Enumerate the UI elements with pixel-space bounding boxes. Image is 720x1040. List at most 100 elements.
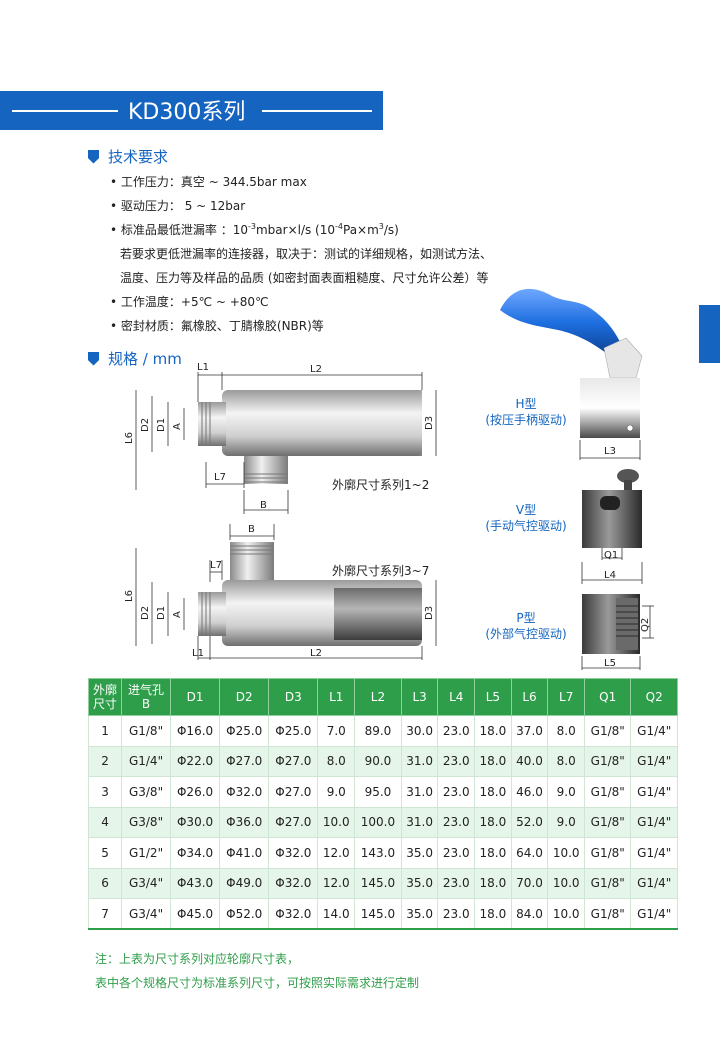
table-cell: Φ45.0: [169, 898, 221, 930]
table-cell: Φ16.0: [169, 715, 221, 747]
title-rule-left: [12, 110, 118, 112]
col-header: L2: [354, 678, 402, 716]
dim-l3: L3: [604, 446, 616, 457]
dim-q2: Q2: [640, 618, 651, 632]
dim-l6: L6: [124, 590, 135, 602]
table-cell: Φ25.0: [268, 715, 319, 747]
inlet-port: [230, 542, 274, 580]
table-cell: 23.0: [437, 776, 476, 808]
table-cell: 9.0: [317, 776, 356, 808]
col-header: D3: [268, 678, 319, 716]
table-cell: 8.0: [547, 745, 585, 777]
dim-l7: L7: [214, 472, 226, 483]
table-cell: Φ52.0: [219, 898, 270, 930]
table-cell: Φ27.0: [268, 745, 319, 777]
table-cell: 18.0: [474, 745, 512, 777]
table-cell: 70.0: [510, 867, 549, 899]
table-cell: 145.0: [354, 898, 402, 930]
table-cell: 18.0: [474, 715, 512, 747]
type-h-desc: (按压手柄驱动): [485, 413, 567, 427]
drawing-p-type: Q2 L5: [581, 594, 654, 670]
req-pressure: • 工作压力：真空 ~ 344.5bar max: [110, 175, 307, 189]
req-note-1: 若要求更低泄漏率的连接器，取决于：测试的详细规格，如测试方法、: [120, 247, 493, 261]
table-cell: Φ25.0: [219, 715, 270, 747]
table-cell: G3/8": [121, 806, 171, 838]
table-cell: 18.0: [474, 837, 512, 869]
col-header: L6: [510, 678, 549, 716]
table-cell: 95.0: [354, 776, 402, 808]
table-cell: 31.0: [400, 745, 439, 777]
col-header-line: B: [141, 697, 151, 711]
dim-d2: D2: [140, 606, 151, 620]
table-cell: 12.0: [317, 867, 356, 899]
type-v: V型 (手动气控驱动): [471, 502, 581, 534]
table-cell: 9.0: [547, 806, 585, 838]
table-cell: Φ27.0: [268, 776, 319, 808]
col-header: L1: [317, 678, 356, 716]
table-cell: 23.0: [437, 837, 476, 869]
shield-icon: [88, 351, 99, 366]
table-cell: G1/2": [121, 837, 171, 869]
table-cell: 23.0: [437, 745, 476, 777]
table-cell: 23.0: [437, 715, 476, 747]
req-drive: • 驱动压力： 5 ~ 12bar: [110, 199, 246, 213]
body-rear: [334, 588, 422, 640]
caption-series-1-2: 外廓尺寸系列1~2: [332, 478, 430, 492]
col-header-line: 外廓: [93, 683, 118, 697]
drawing-v-type: Q1 L4: [581, 469, 643, 584]
table-cell: Φ32.0: [268, 867, 319, 899]
inlet-port: [244, 456, 288, 484]
col-header: L4: [437, 678, 476, 716]
table-cell: G1/8": [583, 837, 632, 869]
dim-l1: L1: [192, 648, 204, 659]
table-cell: G1/4": [630, 745, 678, 777]
table-cell: 84.0: [510, 898, 549, 930]
col-header: D1: [169, 678, 221, 716]
dim-l2: L2: [310, 364, 322, 375]
table-cell: 18.0: [474, 867, 512, 899]
table-cell: Φ34.0: [169, 837, 221, 869]
req-seal: • 密封材质：氟橡胶、丁腈橡胶(NBR)等: [110, 319, 324, 333]
table-cell: 23.0: [437, 867, 476, 899]
table-cell: 12.0: [317, 837, 356, 869]
handle-grip: [500, 288, 620, 356]
table-cell: 4: [87, 806, 123, 838]
table-cell: 35.0: [400, 898, 439, 930]
leak-part: • 标准品最低泄漏率 ：10: [110, 223, 248, 237]
table-cell: 46.0: [510, 776, 549, 808]
col-header-line: 尺寸: [93, 697, 118, 711]
leak-exp: -4: [335, 222, 343, 231]
table-cell: 89.0: [354, 715, 402, 747]
type-h-name: H型: [515, 397, 537, 411]
table-cell: 145.0: [354, 867, 402, 899]
knob-top: [617, 469, 639, 483]
section-label-tech: 技术要求: [108, 148, 169, 166]
table-cell: Φ41.0: [219, 837, 270, 869]
table-cell: 8.0: [317, 745, 356, 777]
col-header: 外廓尺寸: [87, 678, 123, 716]
table-cell: Φ49.0: [219, 867, 270, 899]
table-cell: 18.0: [474, 806, 512, 838]
table-cell: G1/4": [630, 837, 678, 869]
footnote-line-2: 表中各个规格尺寸为标准系列尺寸，可按照实际需求进行定制: [95, 976, 420, 990]
table-cell: Φ27.0: [219, 745, 270, 777]
drawing-series-1-2: L1 L2 L6 D2 D1 A D3 L7 B: [124, 362, 437, 514]
type-p: P型 (外部气控驱动): [471, 610, 581, 642]
type-h: H型 (按压手柄驱动): [471, 396, 581, 428]
table-cell: 52.0: [510, 806, 549, 838]
table-cell: G1/4": [121, 745, 171, 777]
col-header-line: 进气孔: [128, 683, 165, 697]
dim-b: B: [260, 500, 267, 511]
dim-l2: L2: [310, 648, 322, 659]
table-cell: 30.0: [400, 715, 439, 747]
side-tab-marker: [699, 305, 720, 363]
dim-l6: L6: [124, 432, 135, 444]
table-cell: 3: [87, 776, 123, 808]
